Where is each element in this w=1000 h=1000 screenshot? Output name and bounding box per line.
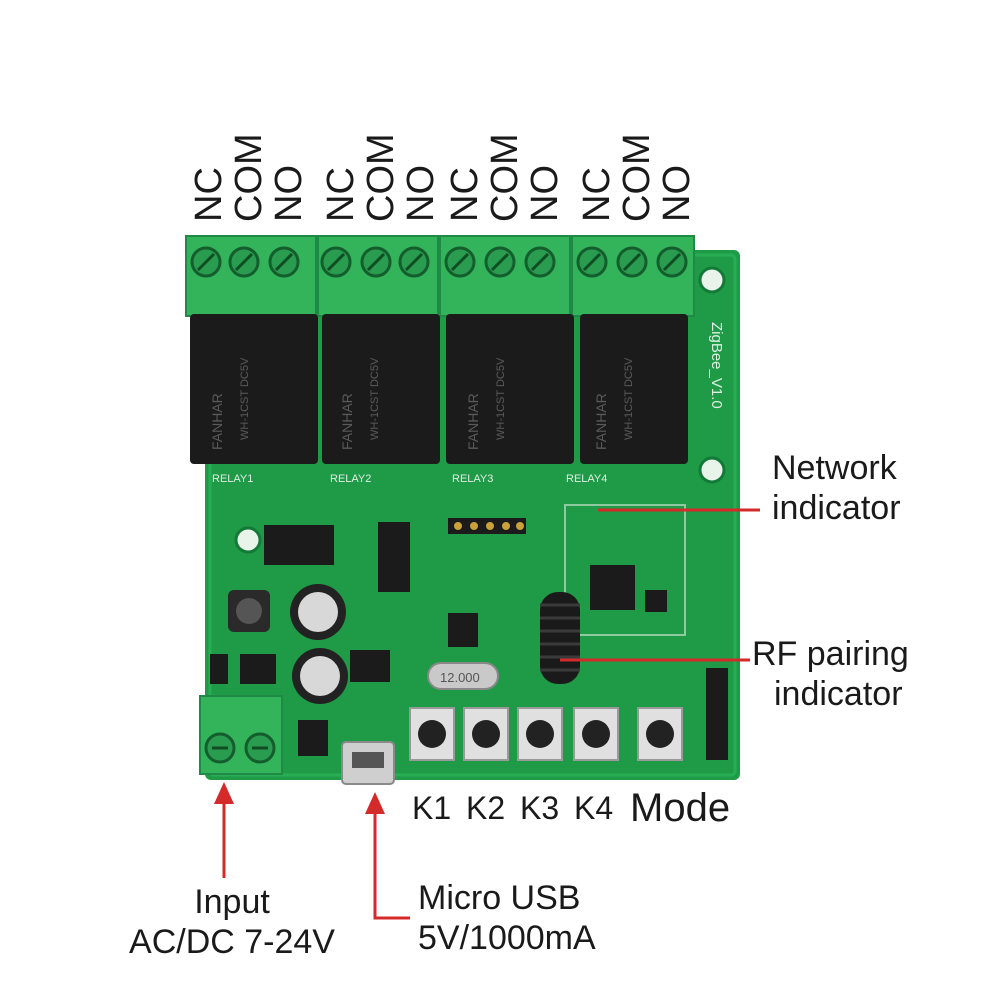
terminal-label-com-2: COM [360, 133, 402, 222]
svg-text:WH-1CST DC5V: WH-1CST DC5V [239, 357, 251, 440]
terminal-label-nc-4: NC [576, 167, 618, 222]
micro-usb-line1: Micro USB [418, 879, 581, 917]
svg-text:RELAY1: RELAY1 [212, 473, 253, 485]
input-label-line2: AC/DC 7-24V [129, 923, 335, 961]
terminal-label-com-3: COM [484, 133, 526, 222]
svg-text:12.000: 12.000 [440, 670, 480, 685]
key-label-k1: K1 [412, 790, 452, 826]
components: 12.000 [210, 504, 728, 760]
svg-text:ZigBee_V1.0: ZigBee_V1.0 [708, 322, 725, 409]
svg-text:RELAY4: RELAY4 [566, 473, 607, 485]
terminal-label-com-1: COM [228, 133, 270, 222]
input-label: Input AC/DC 7-24V [112, 882, 352, 962]
silkscreen: RELAY1 RELAY2 RELAY3 RELAY4 ZigBee_V1.0 [212, 322, 725, 485]
terminal-label-no-1: NO [268, 165, 310, 222]
svg-text:FANHAR: FANHAR [465, 393, 481, 450]
terminal-label-nc-2: NC [320, 167, 362, 222]
micro-usb-label: Micro USB 5V/1000mA [418, 878, 596, 958]
relays: FANHAR FANHAR FANHAR FANHAR WH-1CST DC5V… [190, 314, 688, 464]
rf-pairing-line1: RF pairing [752, 635, 909, 673]
relay-terminal-blocks [185, 235, 695, 317]
terminal-label-nc-3: NC [444, 167, 486, 222]
key-label-k4: K4 [574, 790, 614, 826]
svg-text:WH-1CST DC5V: WH-1CST DC5V [495, 357, 507, 440]
rf-pairing-indicator-label: RF pairing indicator [752, 634, 909, 714]
key-label-k2: K2 [466, 790, 506, 826]
tactile-buttons [409, 707, 683, 761]
network-indicator-label: Network indicator [772, 448, 901, 528]
svg-text:RELAY3: RELAY3 [452, 473, 493, 485]
terminal-label-no-4: NO [656, 165, 698, 222]
rf-pairing-line2: indicator [774, 675, 903, 713]
svg-text:FANHAR: FANHAR [593, 393, 609, 450]
callout-lines [214, 508, 760, 920]
micro-usb-port [341, 741, 395, 785]
terminal-label-no-3: NO [524, 165, 566, 222]
svg-text:FANHAR: FANHAR [339, 393, 355, 450]
terminal-label-no-2: NO [400, 165, 442, 222]
svg-text:FANHAR: FANHAR [209, 393, 225, 450]
key-label-k3: K3 [520, 790, 560, 826]
micro-usb-line2: 5V/1000mA [418, 919, 596, 957]
terminal-label-com-4: COM [616, 133, 658, 222]
svg-text:WH-1CST DC5V: WH-1CST DC5V [623, 357, 635, 440]
input-terminal [199, 695, 283, 775]
svg-text:RELAY2: RELAY2 [330, 473, 371, 485]
input-label-line1: Input [194, 883, 270, 921]
network-indicator-line2: indicator [772, 489, 901, 527]
network-indicator-line1: Network [772, 449, 897, 487]
svg-text:WH-1CST DC5V: WH-1CST DC5V [369, 357, 381, 440]
key-label-mode: Mode [630, 786, 731, 830]
terminal-label-nc-1: NC [188, 167, 230, 222]
